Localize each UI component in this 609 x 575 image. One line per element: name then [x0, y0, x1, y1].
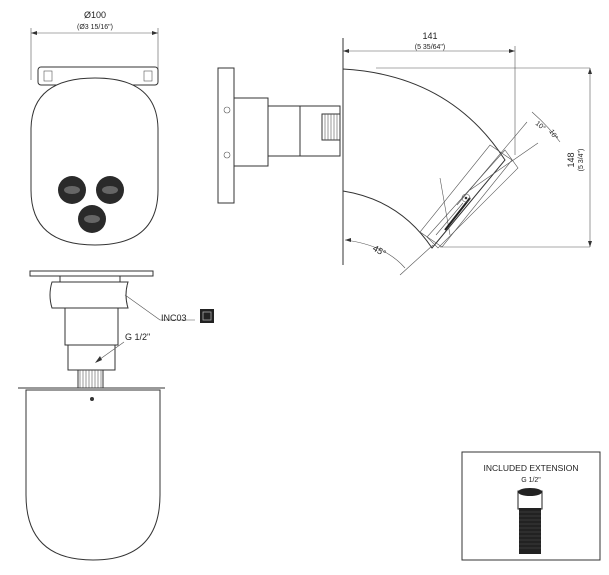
front-view: Ø100 (Ø3 15/16")	[30, 10, 159, 246]
diameter-in-label: (Ø3 15/16")	[77, 24, 113, 31]
extension-thread-label: G 1/2"	[521, 477, 541, 484]
square-grid-icon	[200, 309, 214, 323]
thread-label: G 1/2"	[125, 332, 150, 342]
extension-title: INCLUDED EXTENSION	[484, 463, 579, 473]
depth-mm-label: 141	[422, 31, 437, 41]
depth-in-label: (5 35/64")	[415, 44, 446, 51]
tilt-up-label: 10°	[534, 119, 547, 132]
side-view: 10° 10° 141 (5 35/64") 148 (5 3/4") 45°	[217, 31, 592, 276]
head-body-front	[30, 77, 159, 246]
diameter-mm-label: Ø100	[84, 10, 106, 20]
height-mm-label: 148	[566, 152, 576, 167]
thread	[77, 369, 104, 389]
included-extension-box: INCLUDED EXTENSION G 1/2"	[461, 451, 601, 561]
part-code-label: INC03	[161, 313, 187, 323]
height-in-label: (5 3/4")	[578, 149, 585, 172]
rotation-label: 45°	[371, 243, 388, 259]
extension-icon	[517, 488, 543, 554]
head-body-section	[25, 389, 161, 561]
section-view: INC03 G 1/2"	[18, 270, 214, 561]
head-body-side	[342, 68, 506, 249]
